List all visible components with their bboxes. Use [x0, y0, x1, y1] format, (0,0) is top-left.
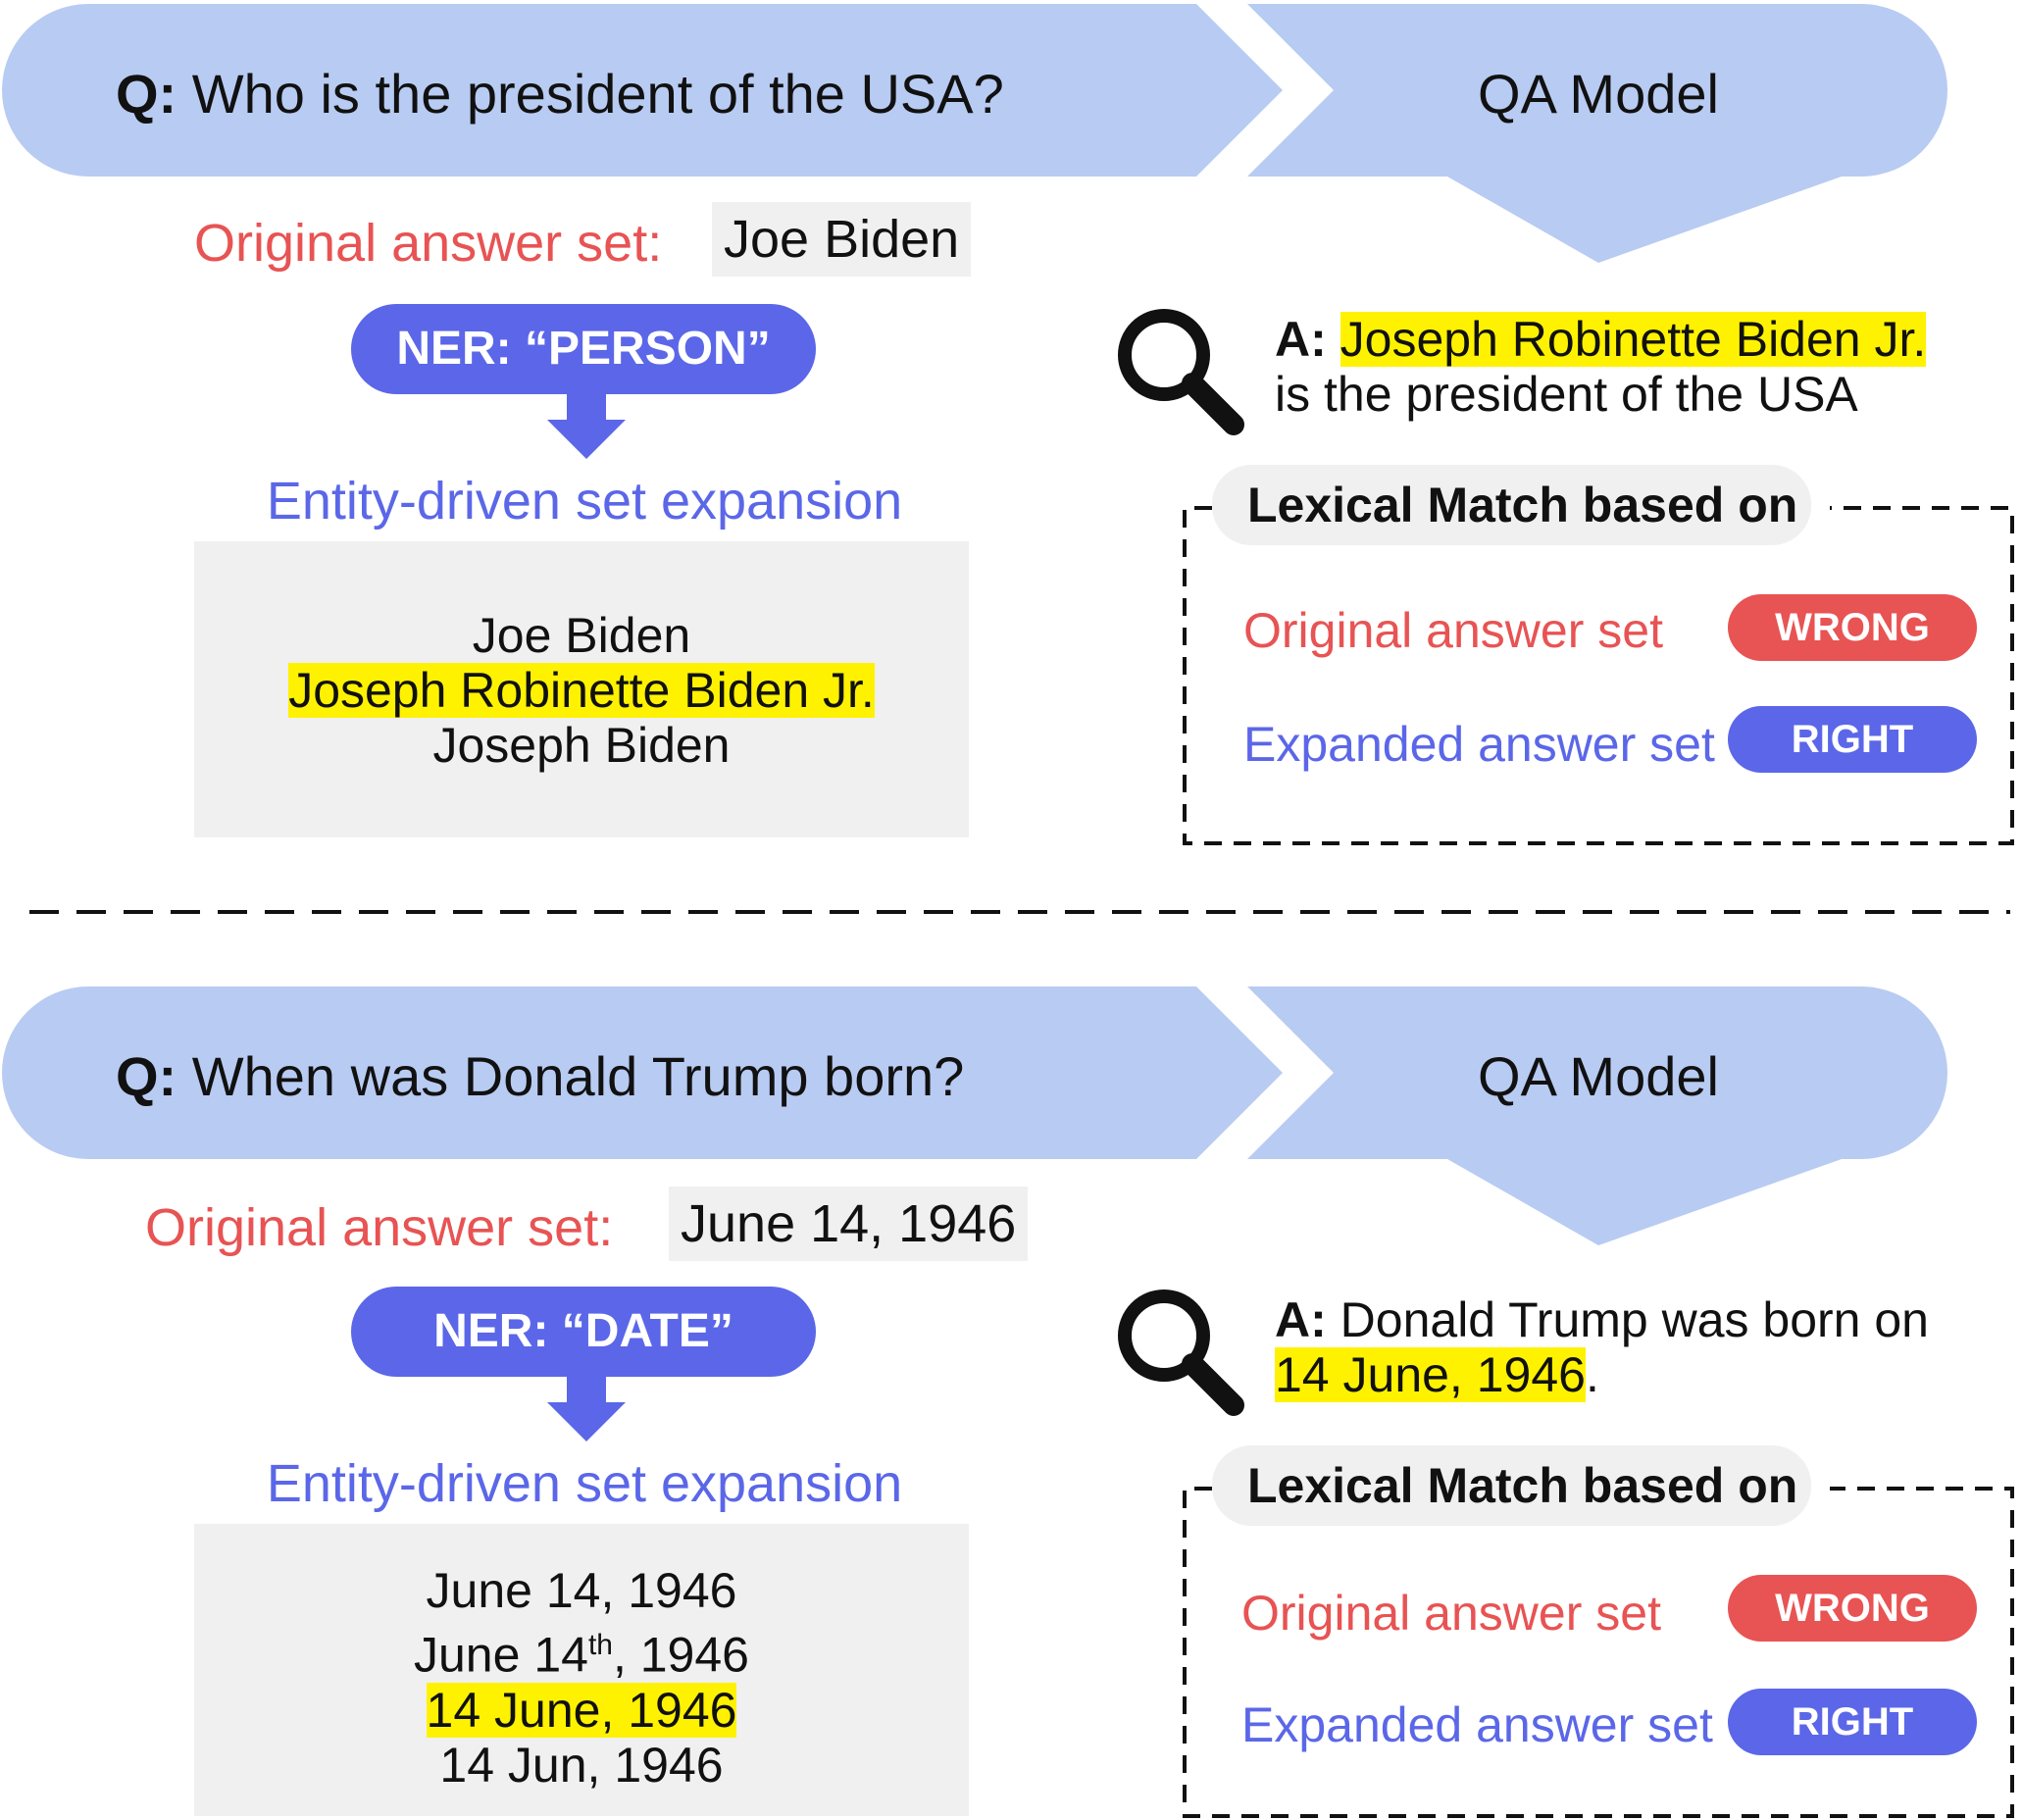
- original-set-label-1: Original answer set: [1243, 603, 1663, 658]
- verdict-right-badge-1: RIGHT: [1728, 706, 1977, 773]
- highlighted-answer: 14 June, 1946: [426, 1682, 737, 1738]
- expanded-item: 14 June, 1946: [194, 1682, 969, 1738]
- answer-prefix: A:: [1275, 1292, 1327, 1347]
- expanded-item: 14 Jun, 1946: [439, 1737, 724, 1793]
- original-answer-label-1: Original answer set:: [194, 214, 663, 273]
- match-title-2: Lexical Match based on: [1212, 1445, 1812, 1526]
- original-answer-label-2: Original answer set:: [145, 1198, 614, 1257]
- expanded-set-box-2: June 14, 1946 June 14th, 1946 14 June, 1…: [194, 1524, 969, 1816]
- verdict-wrong-badge-1: WRONG: [1728, 594, 1977, 661]
- expanded-item: June 14th, 1946: [414, 1627, 749, 1683]
- answer-prefix: A:: [1275, 312, 1327, 367]
- qa-model-block-1: [1247, 4, 1947, 263]
- expanded-set-box-1: Joe Biden Joseph Robinette Biden Jr. Jos…: [194, 541, 969, 837]
- qa-model-label-2: QA Model: [1478, 1045, 1719, 1107]
- ner-pill-2: NER: “DATE”: [351, 1287, 816, 1377]
- expanded-item: Joseph Biden: [432, 718, 731, 773]
- magnifier-icon: [1118, 1289, 1244, 1416]
- verdict-wrong-badge-2: WRONG: [1728, 1575, 1977, 1642]
- down-arrow-2: [547, 1377, 626, 1441]
- ner-pill-1: NER: “PERSON”: [351, 304, 816, 394]
- match-title-1: Lexical Match based on: [1212, 465, 1812, 545]
- expanded-item: Joe Biden: [472, 608, 691, 663]
- answer-highlight: Joseph Robinette Biden Jr.: [1340, 312, 1927, 367]
- qa-model-block-2: [1247, 986, 1947, 1245]
- question-prefix: Q:: [116, 1045, 177, 1107]
- expansion-title-1: Entity-driven set expansion: [266, 472, 903, 531]
- magnifier-icon: [1118, 309, 1244, 435]
- verdict-right-badge-2: RIGHT: [1728, 1689, 1977, 1755]
- answer-line-1: Donald Trump was born on: [1340, 1292, 1929, 1347]
- expanded-item: Joseph Robinette Biden Jr.: [194, 663, 969, 718]
- answer-highlight: 14 June, 1946: [1275, 1347, 1586, 1402]
- model-answer-1: A: Joseph Robinette Biden Jr. is the pre…: [1275, 312, 1927, 422]
- question-text: When was Donald Trump born?: [191, 1045, 965, 1107]
- original-set-label-2: Original answer set: [1241, 1586, 1661, 1641]
- down-arrow-1: [547, 394, 626, 459]
- match-box-1: [1183, 506, 2014, 845]
- expanded-set-label-1: Expanded answer set: [1243, 717, 1715, 772]
- expanded-set-label-2: Expanded answer set: [1241, 1697, 1713, 1752]
- match-box-2: [1183, 1487, 2014, 1818]
- question-prefix: Q:: [116, 63, 177, 125]
- model-answer-2: A: Donald Trump was born on 14 June, 194…: [1275, 1292, 1929, 1402]
- highlighted-answer: Joseph Robinette Biden Jr.: [288, 663, 875, 718]
- expansion-title-2: Entity-driven set expansion: [266, 1454, 903, 1513]
- answer-line-2: is the president of the USA: [1275, 367, 1858, 422]
- expanded-item: June 14, 1946: [426, 1563, 737, 1618]
- question-1: Q: Who is the president of the USA?: [116, 67, 1004, 122]
- qa-model-label-1: QA Model: [1478, 63, 1719, 125]
- question-2: Q: When was Donald Trump born?: [116, 1049, 964, 1104]
- question-text: Who is the president of the USA?: [191, 63, 1004, 125]
- original-answer-box-1: Joe Biden: [712, 202, 972, 277]
- question-banner-1: [2, 4, 1283, 177]
- original-answer-box-2: June 14, 1946: [669, 1187, 1029, 1261]
- question-banner-2: [2, 986, 1283, 1159]
